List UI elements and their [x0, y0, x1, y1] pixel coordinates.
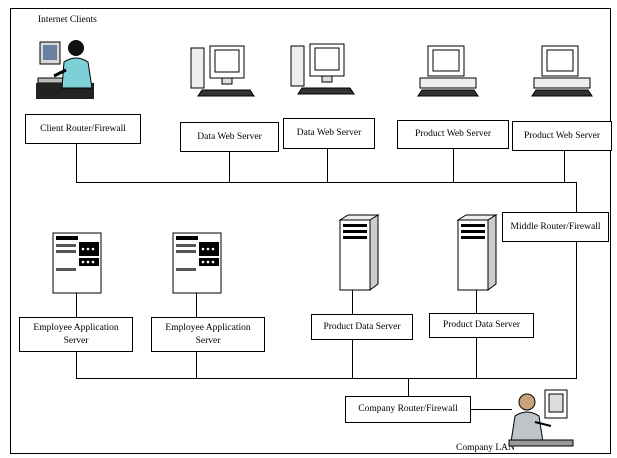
- emp-app-1-connector: [76, 293, 78, 318]
- rack-server-icon: [172, 232, 222, 294]
- tower-server-icon: [452, 214, 498, 292]
- emp-app-2-connector: [196, 293, 198, 318]
- product-data-2-connector: [476, 290, 478, 314]
- rack-server-icon: [52, 232, 102, 294]
- data-web-1-drop: [229, 151, 231, 183]
- data-web-server-1-box[interactable]: Data Web Server: [180, 122, 279, 152]
- company-router-box[interactable]: Company Router/Firewall: [345, 396, 471, 423]
- product-data-2-drop: [476, 337, 478, 379]
- emp-app-2-drop: [196, 351, 198, 379]
- internet-clients-label: Internet Clients: [38, 15, 97, 25]
- company-router-up: [408, 378, 410, 397]
- top-bus-line: [76, 182, 576, 184]
- product-data-1-drop: [352, 339, 354, 379]
- product-web-1-drop: [453, 148, 455, 183]
- middle-router-box[interactable]: Middle Router/Firewall: [502, 212, 609, 242]
- bottom-bus-line: [76, 378, 576, 380]
- employee-app-server-1-box[interactable]: Employee Application Server: [19, 317, 133, 352]
- company-lan-link: [470, 409, 512, 411]
- desktop-computer-icon: [290, 42, 356, 98]
- product-web-2-drop: [564, 150, 566, 183]
- desktop-computer-icon: [416, 44, 482, 100]
- product-web-server-1-box[interactable]: Product Web Server: [397, 120, 509, 149]
- employee-app-server-2-box[interactable]: Employee Application Server: [151, 317, 265, 352]
- desktop-computer-icon: [190, 44, 256, 100]
- data-web-2-drop: [327, 148, 329, 183]
- product-data-server-2-box[interactable]: Product Data Server: [429, 313, 534, 338]
- person-at-desk-icon: [505, 386, 577, 448]
- person-at-computer-icon: [36, 32, 102, 104]
- tower-server-icon: [334, 214, 380, 292]
- product-data-1-connector: [352, 290, 354, 315]
- product-web-server-2-box[interactable]: Product Web Server: [512, 121, 612, 151]
- client-router-box[interactable]: Client Router/Firewall: [25, 114, 141, 144]
- company-lan-label: Company LAN: [456, 443, 515, 453]
- data-web-server-2-box[interactable]: Data Web Server: [283, 118, 375, 149]
- middle-router-down: [576, 241, 578, 379]
- emp-app-1-drop: [76, 351, 78, 379]
- client-router-drop: [76, 143, 78, 183]
- product-data-server-1-box[interactable]: Product Data Server: [311, 314, 413, 340]
- desktop-computer-icon: [530, 44, 596, 100]
- middle-router-up: [576, 182, 578, 213]
